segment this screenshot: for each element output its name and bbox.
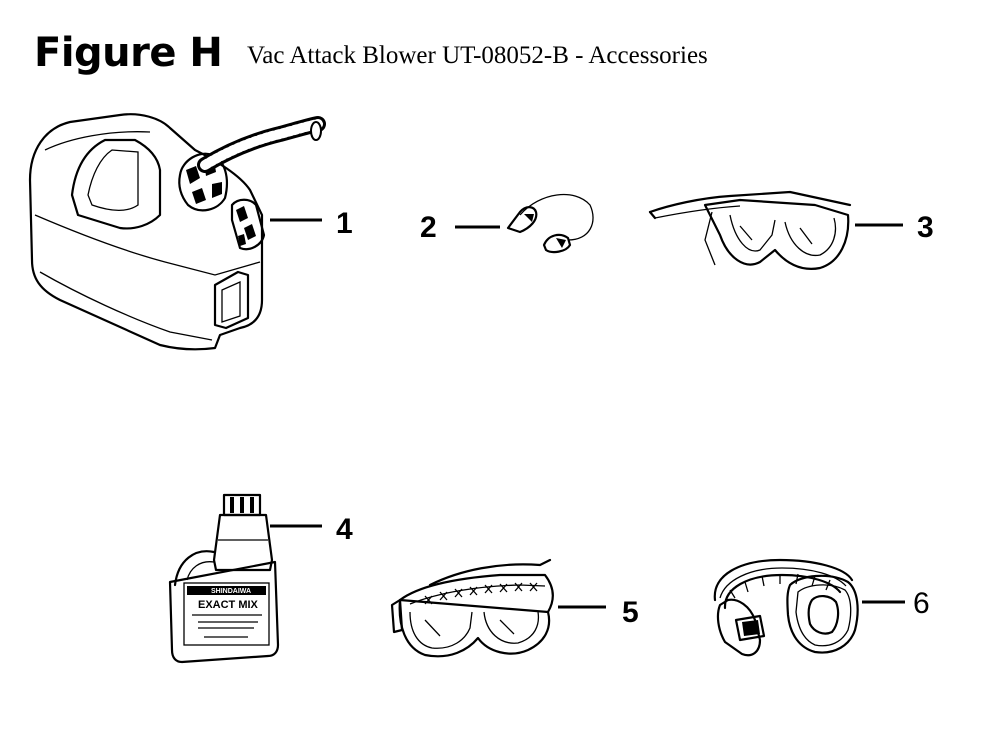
figure-title: Vac Attack Blower UT-08052-B - Accessori… <box>247 42 708 69</box>
part-number-4: 4 <box>336 513 353 546</box>
part-number-5: 5 <box>622 596 639 629</box>
safety-goggles-icon <box>390 558 554 658</box>
oil-bottle-icon: SHINDAIWA EXACT MIX <box>168 493 280 664</box>
earplugs-icon <box>506 193 594 254</box>
fuel-can-icon <box>28 113 326 351</box>
ear-muffs-icon <box>713 558 859 657</box>
figure-label: Figure H <box>34 30 223 76</box>
bottle-product: EXACT MIX <box>198 599 259 611</box>
part-number-6: 6 <box>913 587 930 620</box>
bottle-brand: SHINDAIWA <box>211 588 251 595</box>
part-number-1: 1 <box>336 207 353 240</box>
part-number-3: 3 <box>917 211 934 244</box>
goggle-vent-pattern <box>424 582 538 605</box>
safety-glasses-icon <box>648 190 852 270</box>
part-number-2: 2 <box>420 211 437 244</box>
